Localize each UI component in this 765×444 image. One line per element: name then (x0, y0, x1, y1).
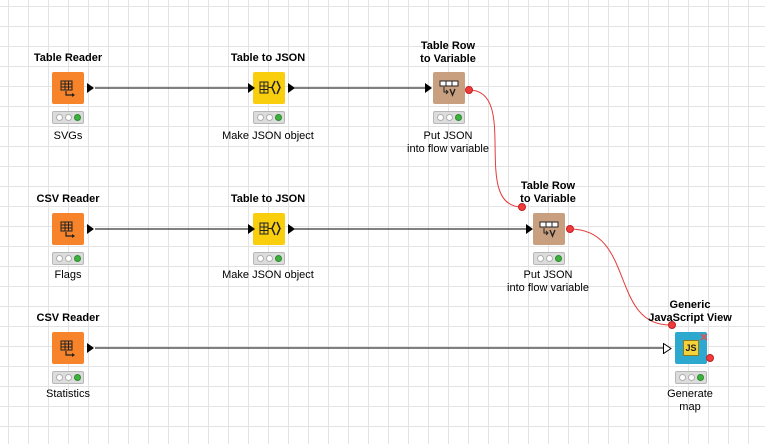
row-to-variable-icon[interactable] (433, 72, 465, 104)
input-port[interactable] (425, 83, 432, 93)
node-title-line-2: to Variable (520, 193, 576, 205)
node-label-line-2[interactable]: map (679, 401, 701, 413)
table-grid-icon (60, 221, 75, 238)
node-title-line-2: to Variable (420, 53, 476, 65)
flow-variable-output-port[interactable] (566, 225, 574, 233)
variable-row-icon (539, 221, 559, 238)
flow-variable-input-port[interactable] (668, 321, 676, 329)
node-status-lights (533, 252, 565, 265)
csv-reader-icon[interactable] (52, 332, 84, 364)
node-title-line-1: Table Row (420, 40, 476, 52)
node-status-lights (253, 252, 285, 265)
flow-variable-input-port[interactable] (518, 203, 526, 211)
node-title: CSV Reader (36, 193, 100, 205)
csv-reader-icon[interactable] (52, 213, 84, 245)
flow-connection-row-variable-1-to-2[interactable] (468, 89, 523, 208)
node-status-lights (52, 371, 84, 384)
variable-row-icon (439, 80, 459, 97)
table-grid-icon (60, 340, 75, 357)
output-port[interactable] (87, 343, 94, 353)
json-convert-icon (259, 80, 281, 95)
flow-variable-output-port[interactable] (465, 86, 473, 94)
node-label[interactable]: Make JSON object (222, 130, 314, 142)
node-status-lights (253, 111, 285, 124)
table-reader-icon[interactable] (52, 72, 84, 104)
node-label[interactable]: SVGs (53, 130, 83, 142)
output-port[interactable] (288, 224, 295, 234)
close-icon (700, 333, 708, 341)
node-title: Table to JSON (230, 52, 306, 64)
output-port[interactable] (87, 224, 94, 234)
row-to-variable-icon[interactable] (533, 213, 565, 245)
json-convert-icon (259, 221, 281, 236)
input-port[interactable] (248, 83, 255, 93)
node-label-line-1[interactable]: Generate (667, 388, 713, 400)
node-status-lights (675, 371, 707, 384)
table-to-json-icon[interactable] (253, 213, 285, 245)
node-status-lights (52, 111, 84, 124)
node-label-line-1[interactable]: Put JSON (423, 130, 473, 142)
node-status-lights (52, 252, 84, 265)
node-label[interactable]: Statistics (45, 388, 90, 400)
js-badge: JS (683, 340, 699, 356)
node-label-line-1[interactable]: Put JSON (523, 269, 573, 281)
input-port[interactable] (526, 224, 533, 234)
node-title: Table Reader (33, 52, 103, 64)
node-status-lights (433, 111, 465, 124)
flow-variable-output-port[interactable] (706, 354, 714, 362)
input-port[interactable] (248, 224, 255, 234)
table-grid-icon (60, 80, 75, 97)
node-title-line-2: JavaScript View (648, 312, 732, 324)
node-label-line-2[interactable]: into flow variable (407, 143, 489, 155)
output-port[interactable] (87, 83, 94, 93)
table-to-json-icon[interactable] (253, 72, 285, 104)
node-title-line-1: Generic (669, 299, 711, 311)
flow-connection-row-variable-2-to-js-view[interactable] (569, 228, 671, 326)
javascript-view-icon[interactable]: JS (675, 332, 708, 364)
node-title-line-1: Table Row (520, 180, 576, 192)
node-label[interactable]: Make JSON object (222, 269, 314, 281)
input-port-outline-icon (663, 343, 672, 354)
node-title: CSV Reader (36, 312, 100, 324)
node-label[interactable]: Flags (54, 269, 82, 281)
node-label-line-2[interactable]: into flow variable (507, 282, 589, 294)
node-title: Table to JSON (230, 193, 306, 205)
output-port[interactable] (288, 83, 295, 93)
